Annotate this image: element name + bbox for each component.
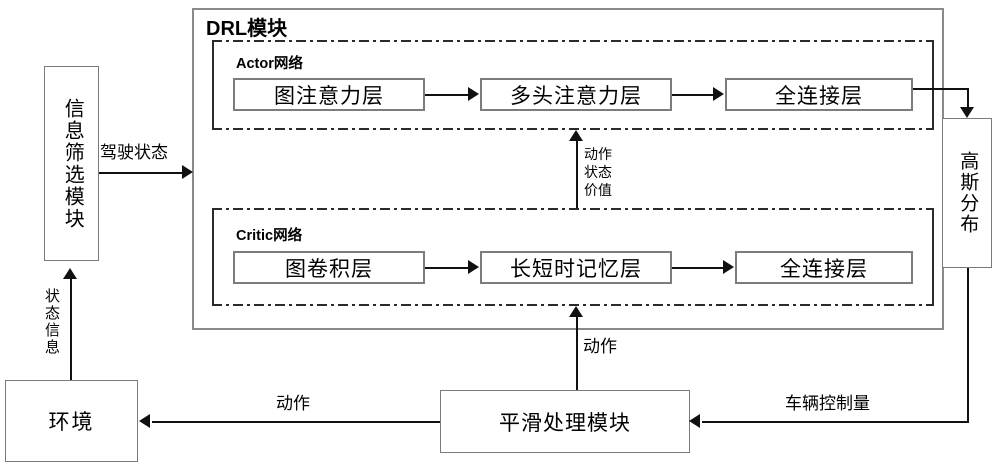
actor-to-gaussian-arrow-head xyxy=(960,107,974,118)
action-up-label-1: 动作 xyxy=(583,337,617,356)
gaussian-label: 高斯分布 xyxy=(957,151,979,235)
action-up-arrow-head xyxy=(569,306,583,317)
drl-module-title: DRL模块 xyxy=(206,18,288,40)
actor-layer-multihead-attention[interactable]: 多头注意力层 xyxy=(480,78,672,111)
vehicle-control-label: 车辆控制量 xyxy=(785,394,870,413)
info-filter-label: 信息筛选模块 xyxy=(61,97,84,230)
state-info-label: 状态信息 xyxy=(43,288,60,356)
actor-layer-graph-attention[interactable]: 图注意力层 xyxy=(233,78,425,111)
feedback-arrow-head xyxy=(569,130,583,141)
feedback-arrow-line xyxy=(576,140,578,208)
critic-layer-fully-connected[interactable]: 全连接层 xyxy=(735,251,913,284)
info-filter-module[interactable]: 信息筛选模块 xyxy=(44,66,99,261)
action-up-arrow-line xyxy=(576,316,578,390)
gaussian-out-hline xyxy=(702,421,969,423)
arrow-critic-1-head xyxy=(468,260,479,274)
actor-to-gaussian-vline xyxy=(967,88,969,108)
environment-module[interactable]: 环境 xyxy=(5,380,138,462)
feedback-label-action: 动作 xyxy=(584,146,612,162)
action-left-label: 动作 xyxy=(276,394,310,413)
arrow-actor-1-line xyxy=(425,94,469,96)
actor-to-gaussian-hline xyxy=(913,88,969,90)
action-left-arrow-line xyxy=(152,421,440,423)
smoothing-module[interactable]: 平滑处理模块 xyxy=(440,390,690,453)
arrow-critic-2-head xyxy=(723,260,734,274)
state-info-arrow-line xyxy=(70,278,72,382)
action-left-arrow-head xyxy=(139,414,150,428)
critic-layer-graph-conv[interactable]: 图卷积层 xyxy=(233,251,425,284)
critic-layer-lstm[interactable]: 长短时记忆层 xyxy=(480,251,672,284)
driving-state-label: 驾驶状态 xyxy=(100,143,168,162)
arrow-critic-2-line xyxy=(672,267,724,269)
critic-network-title: Critic网络 xyxy=(236,228,303,244)
gaussian-out-vline xyxy=(967,268,969,422)
actor-layer-fully-connected[interactable]: 全连接层 xyxy=(725,78,913,111)
driving-state-arrow-line xyxy=(99,172,184,174)
driving-state-arrow-head xyxy=(182,165,193,179)
arrow-critic-1-line xyxy=(425,267,469,269)
state-info-arrow-head xyxy=(63,268,77,279)
feedback-label-value: 价值 xyxy=(584,182,612,198)
feedback-label-state: 状态 xyxy=(584,164,612,180)
gaussian-distribution-module[interactable]: 高斯分布 xyxy=(942,118,992,268)
arrow-actor-1-head xyxy=(468,87,479,101)
vehicle-control-arrow-head xyxy=(689,414,700,428)
arrow-actor-2-line xyxy=(672,94,714,96)
arrow-actor-2-head xyxy=(713,87,724,101)
actor-network-title: Actor网络 xyxy=(236,56,303,72)
